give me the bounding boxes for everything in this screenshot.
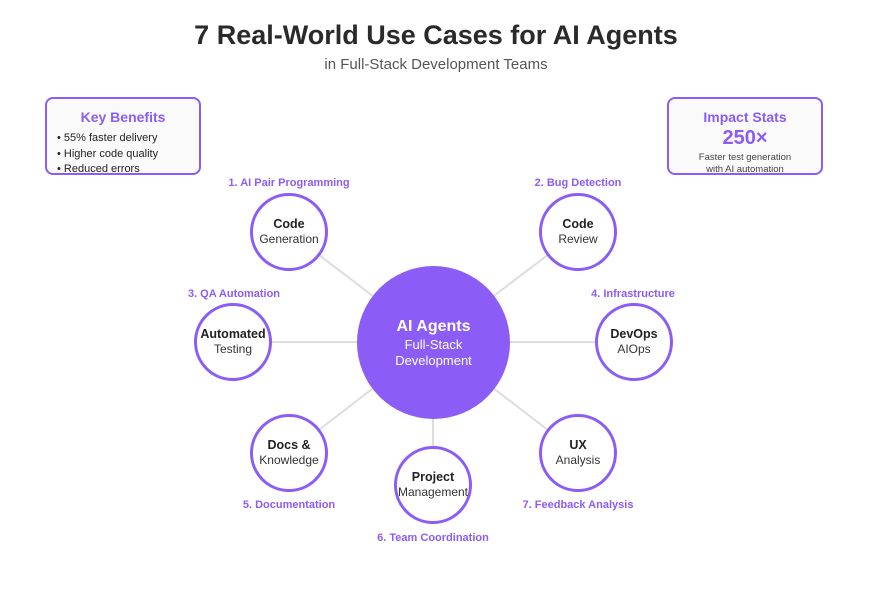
impact-stats-value: 250× (722, 127, 768, 149)
page-title: 7 Real-World Use Cases for AI Agents (194, 20, 678, 50)
node-subtitle: Knowledge (259, 453, 319, 467)
label-feedback-analysis: 7. Feedback Analysis (522, 499, 634, 511)
node-title: UX (569, 438, 587, 452)
node-subtitle: Management (397, 485, 469, 499)
node-devops-aiops: DevOps AIOps (595, 303, 673, 381)
page-subtitle: in Full-Stack Development Teams (324, 56, 548, 73)
key-benefits-list: • 55% faster delivery • Higher code qual… (47, 131, 199, 178)
node-title: Automated (200, 327, 266, 341)
benefit-item: • Higher code quality (57, 147, 159, 160)
center-line2: Full-Stack (404, 336, 463, 352)
node-automated-testing: Automated Testing (194, 303, 272, 381)
label-ai-pair-programming: 1. AI Pair Programming (228, 177, 350, 189)
label-documentation: 5. Documentation (242, 499, 336, 511)
label-bug-detection: 2. Bug Detection (534, 177, 622, 189)
node-subtitle: AIOps (617, 342, 651, 356)
node-code-generation: Code Generation (250, 193, 328, 271)
node-docs-knowledge: Docs & Knowledge (250, 414, 328, 492)
node-title: DevOps (610, 327, 658, 341)
center-line3: Development (395, 352, 472, 368)
node-ux-analysis: UX Analysis (539, 414, 617, 492)
node-subtitle: Analysis (555, 453, 601, 467)
node-title: Code (562, 217, 594, 231)
benefit-item: • Reduced errors (57, 163, 140, 175)
impact-stats-box: Impact Stats 250× Faster test generation… (667, 97, 823, 175)
label-qa-automation: 3. QA Automation (187, 288, 281, 300)
key-benefits-heading: Key Benefits (80, 109, 166, 125)
node-project-management: Project Management (394, 446, 472, 524)
node-code-review: Code Review (539, 193, 617, 271)
label-team-coordination: 6. Team Coordination (377, 532, 489, 544)
label-infrastructure: 4. Infrastructure (591, 288, 675, 300)
impact-stats-caption: Faster test generation with AI automatio… (669, 152, 821, 176)
center-hub: AI Agents Full-Stack Development (357, 266, 510, 419)
impact-caption-line2: with AI automation (706, 164, 784, 175)
center-title: AI Agents (396, 317, 471, 335)
benefit-item: • 55% faster delivery (57, 132, 158, 144)
node-title: Project (411, 470, 455, 484)
impact-caption-line1: Faster test generation (698, 152, 792, 163)
impact-stats-heading: Impact Stats (703, 109, 787, 125)
node-subtitle: Testing (213, 342, 253, 356)
node-subtitle: Generation (259, 232, 319, 246)
key-benefits-box: Key Benefits • 55% faster delivery • Hig… (45, 97, 201, 175)
node-title: Docs & (267, 438, 311, 452)
node-title: Code (273, 217, 305, 231)
node-subtitle: Review (558, 232, 598, 246)
